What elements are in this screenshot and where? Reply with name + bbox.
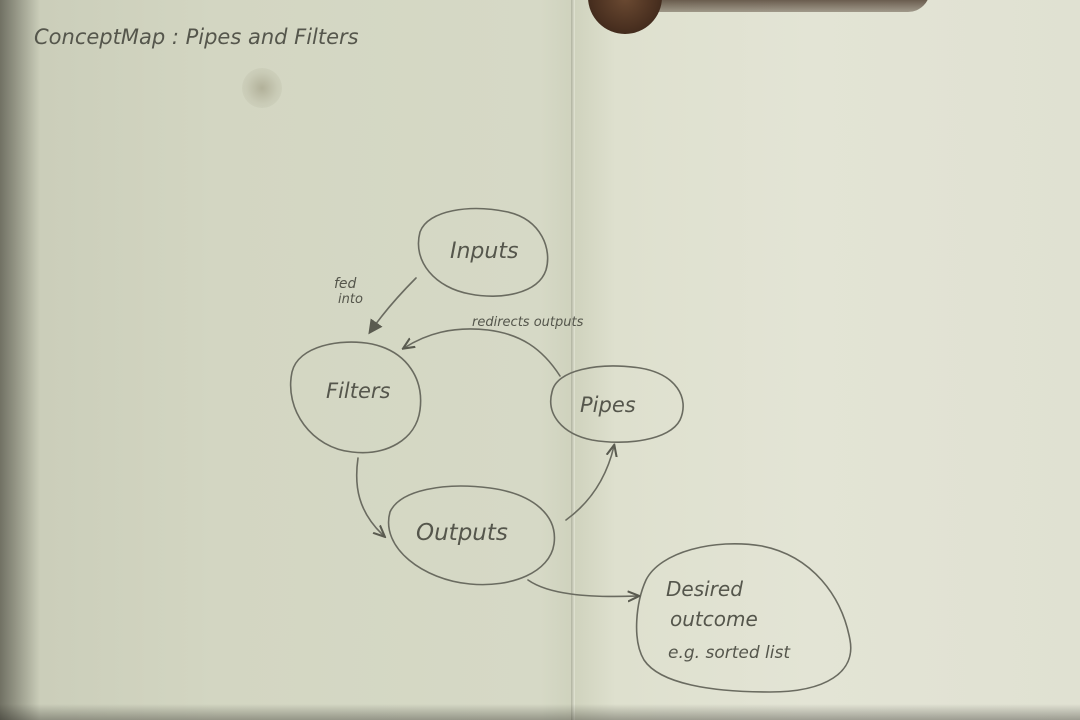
edge-redirects-label: redirects outputs xyxy=(472,315,584,330)
node-desired-line1: Desired xyxy=(666,577,743,601)
node-inputs-label: Inputs xyxy=(450,239,518,264)
paper-shadow xyxy=(0,0,40,720)
node-outputs: Outputs xyxy=(387,485,556,586)
paper-fold xyxy=(571,0,575,720)
node-outputs-label: Outputs xyxy=(416,520,508,546)
edge-filters-outputs xyxy=(355,457,384,536)
node-desired-line2: outcome xyxy=(670,607,758,631)
node-pipes-label: Pipes xyxy=(580,393,636,417)
hand-shadow xyxy=(650,0,930,12)
node-filters-label: Filters xyxy=(326,379,391,403)
edge-pipes-filters: redirects outputs xyxy=(404,315,584,377)
node-desired-line3: e.g. sorted list xyxy=(668,643,791,663)
paper-stain xyxy=(242,68,282,108)
edge-inputs-filters: fed into xyxy=(334,276,417,335)
photo-bottom-shadow xyxy=(0,704,1080,720)
edge-outputs-desired xyxy=(527,579,638,596)
edge-fed-label-2: into xyxy=(338,292,363,307)
page-title: ConceptMap : Pipes and Filters xyxy=(34,25,359,49)
edge-outputs-pipes xyxy=(565,446,614,521)
node-filters: Filters xyxy=(289,341,422,454)
node-inputs: Inputs xyxy=(417,207,549,297)
edge-fed-label-1: fed xyxy=(334,276,357,292)
node-desired-outcome: Desired outcome e.g. sorted list xyxy=(635,542,852,693)
node-pipes: Pipes xyxy=(550,365,684,443)
